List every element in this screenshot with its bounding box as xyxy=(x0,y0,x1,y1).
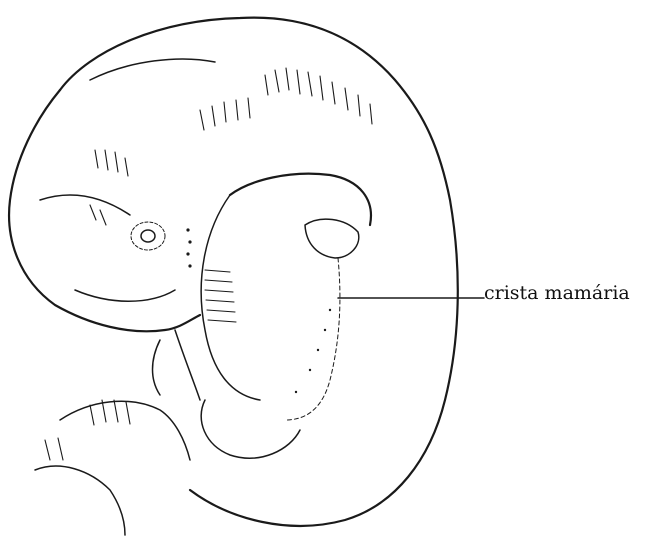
mammary-ridge-line xyxy=(285,258,340,420)
hatching-back xyxy=(265,68,372,124)
face-fold-upper xyxy=(40,195,130,215)
hatching-face xyxy=(90,150,128,225)
upper-limb xyxy=(153,330,201,400)
hatching-lower xyxy=(45,400,130,460)
stipple-dots xyxy=(186,228,331,393)
trunk-inner-arc xyxy=(230,174,371,225)
embryo-outer-contour xyxy=(60,18,458,526)
forehead-line xyxy=(90,59,215,80)
hatching-trunk xyxy=(205,270,236,322)
eye-outer xyxy=(131,222,165,250)
umbilical-loop xyxy=(201,400,300,458)
ventral-prominence xyxy=(201,195,260,400)
limb-stump xyxy=(305,219,359,258)
eye-inner xyxy=(141,230,155,242)
tail-lower xyxy=(60,401,190,460)
face-fold-lower xyxy=(75,290,175,301)
hatching-neck xyxy=(200,98,250,130)
mammary-ridge-label: crista mamária xyxy=(484,284,630,303)
head-outline xyxy=(9,90,200,331)
tail-fold xyxy=(35,466,125,535)
